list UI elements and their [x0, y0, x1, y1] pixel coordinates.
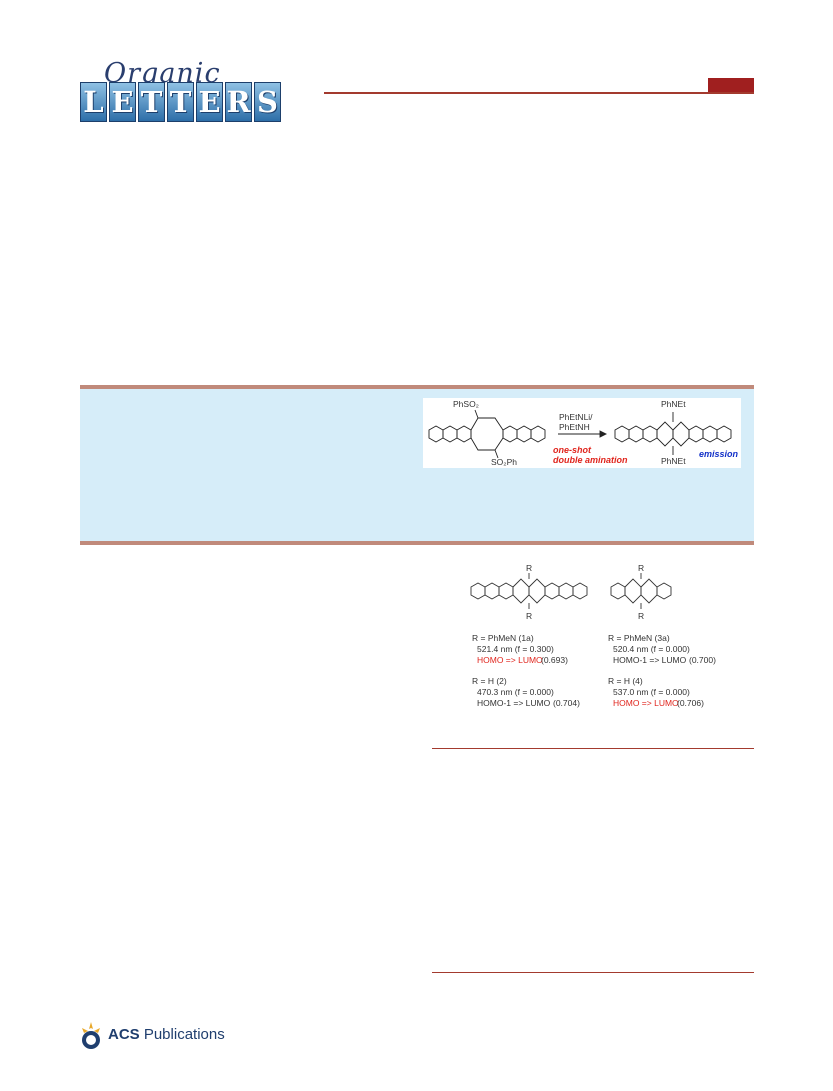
ring: [528, 578, 546, 604]
transition-label: HOMO => LUMO: [613, 698, 679, 708]
r-label: R: [526, 611, 533, 621]
logo-tile: L: [80, 82, 107, 122]
wavelength-line: 470.3 nm (f = 0.000): [477, 687, 554, 697]
transition-label: HOMO => LUMO: [477, 655, 543, 665]
header-tab: [708, 78, 754, 92]
arrow-head: [599, 430, 608, 438]
transition-weight: (0.693): [541, 655, 568, 665]
ring: [442, 425, 458, 443]
reagent-label-1: PhEtNLi/: [559, 412, 593, 422]
one-shot-note-2: double amination: [553, 455, 628, 465]
transition-label: HOMO-1 => LUMO: [613, 655, 687, 665]
ring: [544, 582, 560, 600]
emission-label: emission: [699, 449, 739, 459]
bond: [494, 449, 499, 459]
ring: [470, 417, 504, 451]
ring: [470, 582, 486, 600]
reactant-label-bottom: SO₂Ph: [491, 457, 517, 467]
ring: [512, 578, 530, 604]
ring: [672, 421, 690, 447]
compound-line: R = H (2): [472, 676, 507, 686]
ring: [502, 425, 518, 443]
bond: [474, 409, 479, 419]
ring: [640, 578, 658, 604]
transition-weight: (0.700): [689, 655, 716, 665]
transition-weight: (0.704): [553, 698, 580, 708]
logo-tile: E: [109, 82, 136, 122]
transition-label: HOMO-1 => LUMO: [477, 698, 551, 708]
reactant-label-top: PhSO₂: [453, 399, 479, 409]
ring: [610, 582, 626, 600]
ring: [642, 425, 658, 443]
ring: [498, 582, 514, 600]
ring: [456, 425, 472, 443]
toc-graphic: PhSO₂ SO₂Ph PhEtNLi/ PhEtNH one-shot dou…: [423, 398, 741, 468]
ring: [688, 425, 704, 443]
journal-logo: Organic L E T T E R S: [80, 58, 325, 124]
r-label: R: [638, 563, 645, 573]
product-label-top: PhNEt: [661, 399, 686, 409]
figure-structures: [470, 573, 672, 609]
ring: [702, 425, 718, 443]
acs-publications-logo[interactable]: ACS Publications: [78, 1020, 225, 1054]
ring: [656, 421, 674, 447]
logo-tile: R: [225, 82, 252, 122]
reaction-scheme: [428, 409, 732, 459]
ring: [572, 582, 588, 600]
transition-weight: (0.706): [677, 698, 704, 708]
logo-tile: E: [196, 82, 223, 122]
r-label: R: [638, 611, 645, 621]
ring: [628, 425, 644, 443]
logo-tile: S: [254, 82, 281, 122]
wavelength-line: 537.0 nm (f = 0.000): [613, 687, 690, 697]
ring: [624, 578, 642, 604]
acs-seal-icon: [82, 1022, 100, 1049]
compound-line: R = PhMeN (1a): [472, 633, 534, 643]
logo-tile: T: [167, 82, 194, 122]
ring: [530, 425, 546, 443]
logo-letter-tiles: L E T T E R S: [80, 82, 281, 122]
compound-line: R = H (4): [608, 676, 643, 686]
wavelength-line: 521.4 nm (f = 0.300): [477, 644, 554, 654]
wavelength-line: 520.4 nm (f = 0.000): [613, 644, 690, 654]
figure-transitions: R R R R R = PhMeN (1a) 521.4 nm (f = 0.3…: [465, 563, 725, 718]
ring: [716, 425, 732, 443]
ring: [428, 425, 444, 443]
ring: [558, 582, 574, 600]
ring: [484, 582, 500, 600]
ring: [516, 425, 532, 443]
figure-rule-bottom: [432, 972, 754, 973]
product-label-bottom: PhNEt: [661, 456, 686, 466]
logo-tile: T: [138, 82, 165, 122]
figure-rule-top: [432, 748, 754, 749]
r-label: R: [526, 563, 533, 573]
acs-brand-text: ACS Publications: [108, 1026, 225, 1043]
reagent-label-2: PhEtNH: [559, 422, 590, 432]
compound-line: R = PhMeN (3a): [608, 633, 670, 643]
ring: [614, 425, 630, 443]
header-rule: [324, 92, 754, 94]
one-shot-note-1: one-shot: [553, 445, 591, 455]
ring: [656, 582, 672, 600]
